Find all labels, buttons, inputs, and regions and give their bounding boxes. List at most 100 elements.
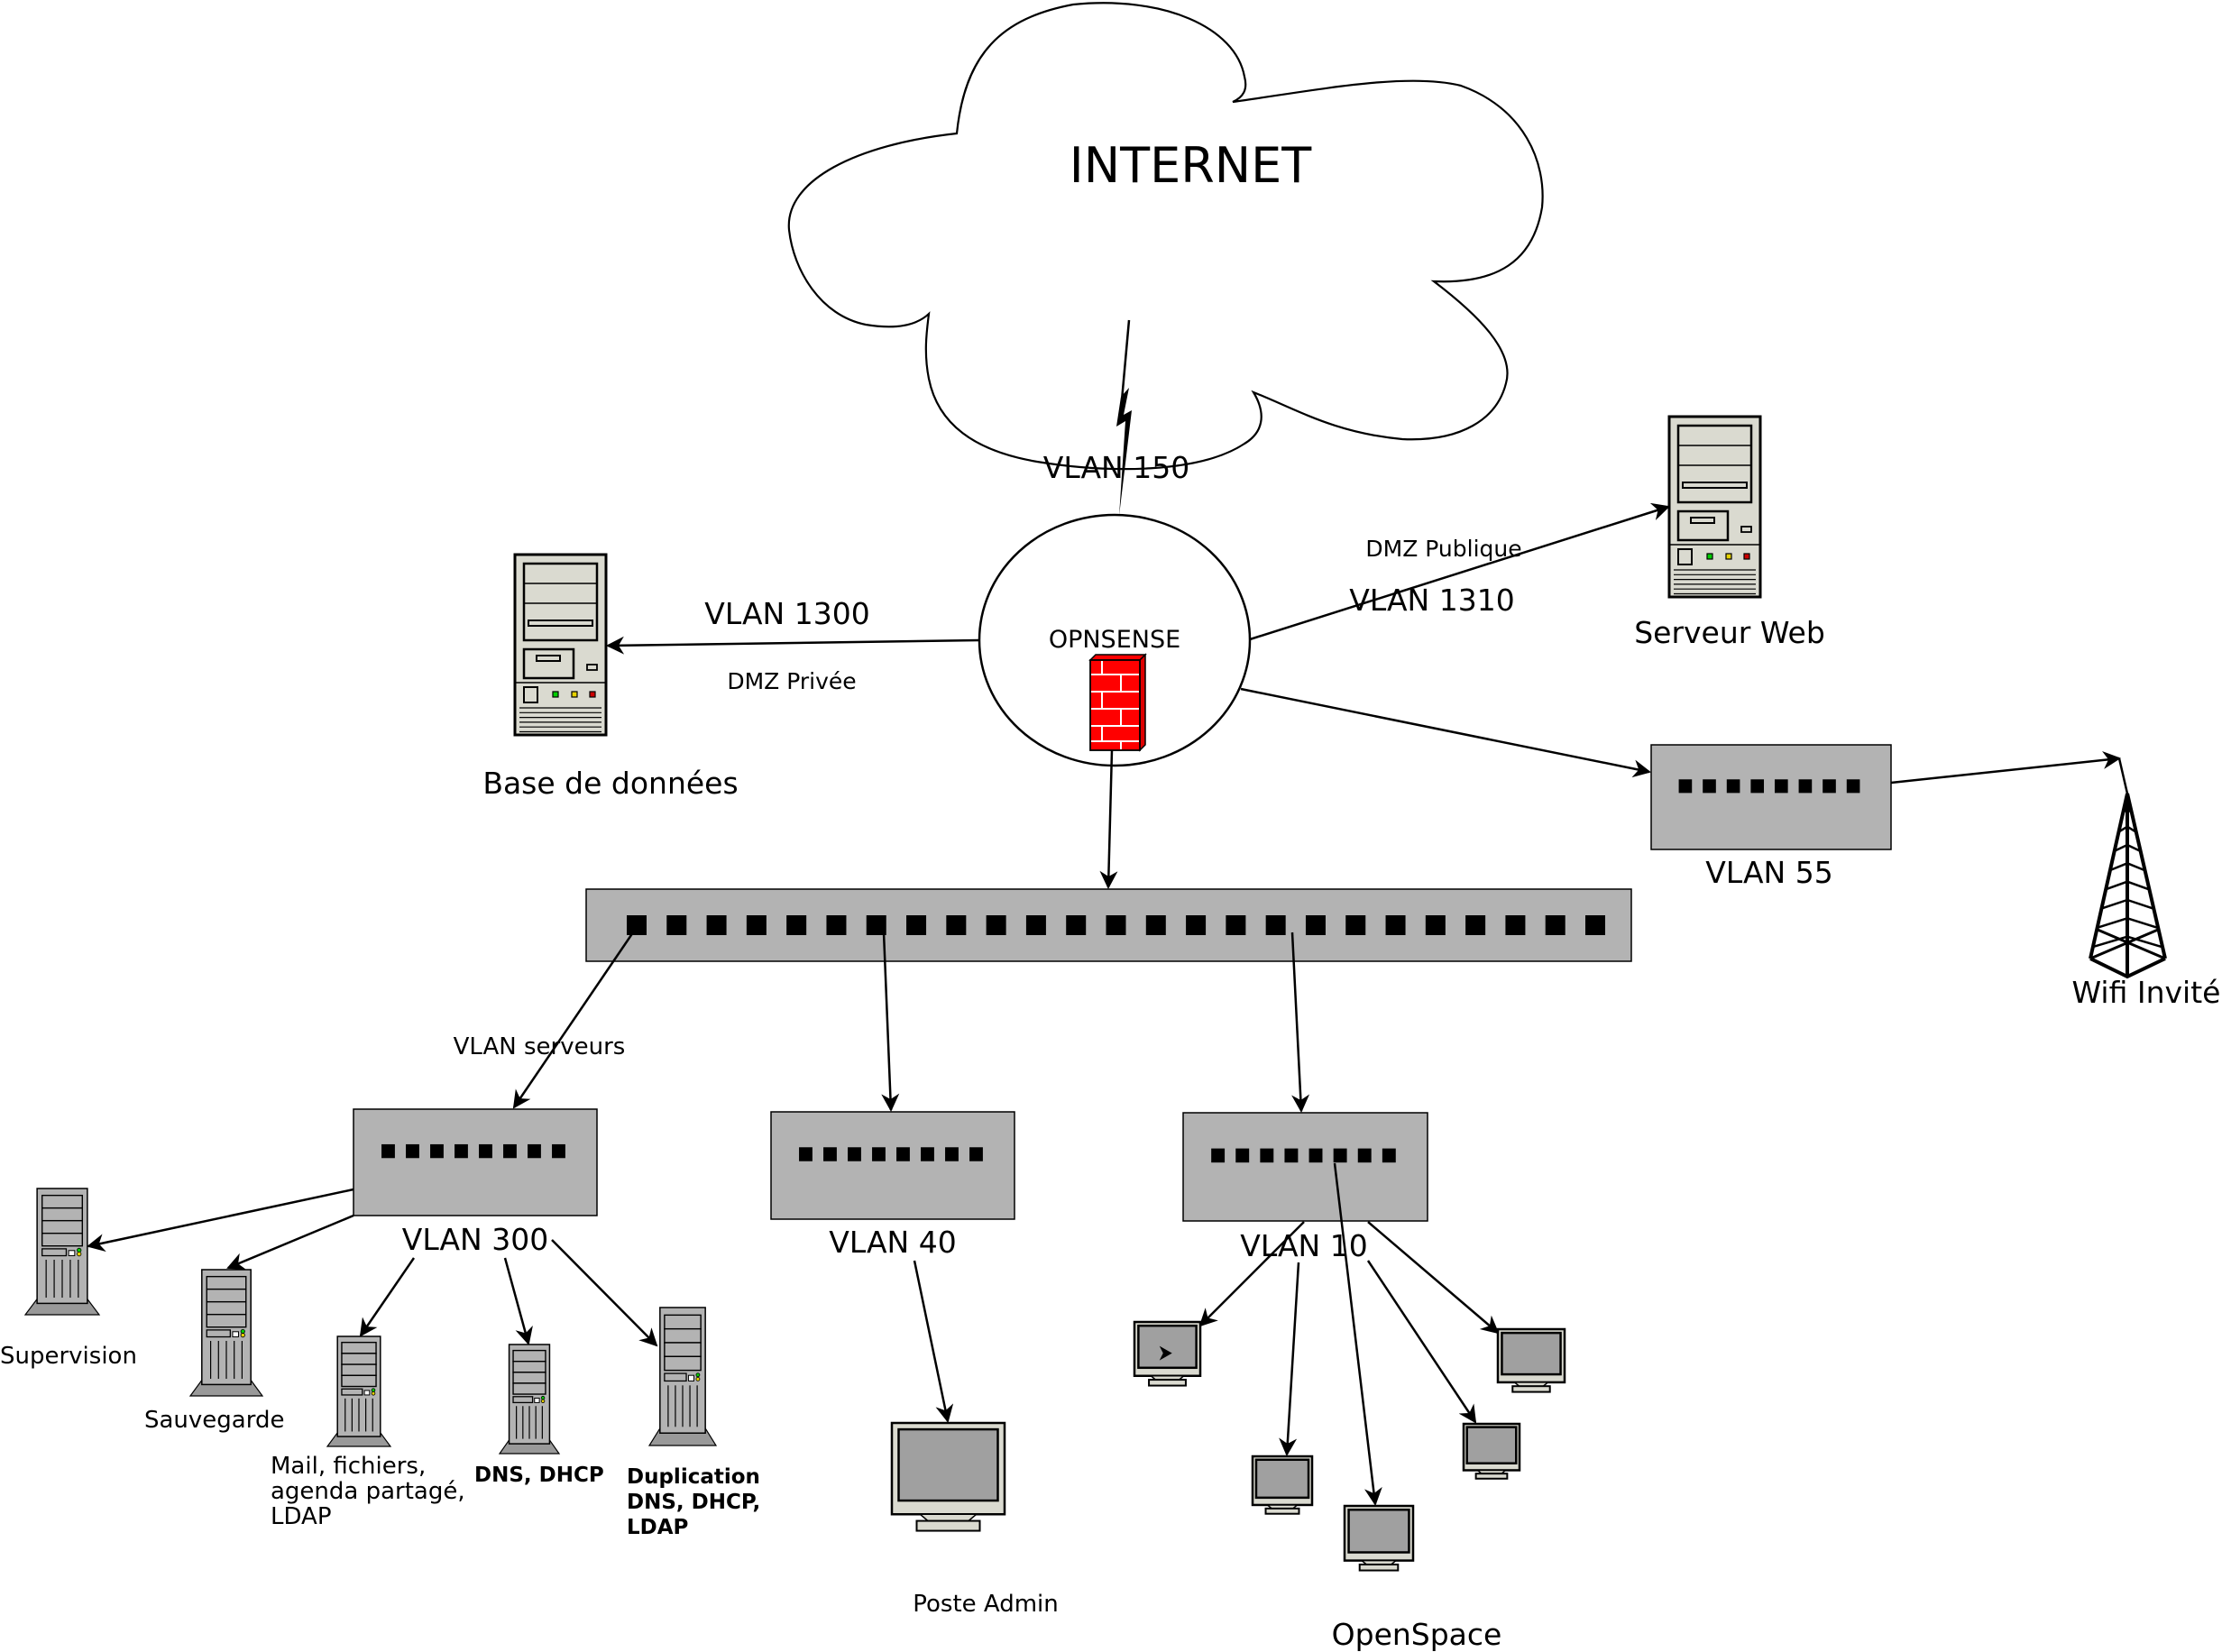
tower-rung [2097, 917, 2128, 929]
switch-port [1545, 915, 1566, 935]
vlan40-label: VLAN 40 [829, 1225, 956, 1260]
openspace-workstation[interactable] [1496, 1327, 1566, 1393]
led-indicator [240, 1328, 245, 1334]
openspace-workstation[interactable] [1462, 1422, 1521, 1480]
server-label: DNS, DHCP [474, 1464, 604, 1487]
database-server[interactable] [513, 553, 608, 737]
vlan1310-label: VLAN 1310 [1349, 583, 1514, 618]
switch-port [1066, 915, 1087, 935]
screen [897, 1427, 999, 1502]
switch-port [1465, 915, 1486, 935]
switch-port [1357, 1148, 1372, 1163]
switch-port [1333, 1148, 1347, 1163]
tower-rung [2126, 935, 2162, 948]
switch-port [866, 915, 886, 935]
tower-rung [2118, 825, 2128, 833]
switch-port [1703, 779, 1716, 794]
screen [1465, 1426, 1518, 1464]
cloud-icon [787, 2, 1544, 471]
server-label: Duplication [627, 1465, 760, 1489]
link-firewall-core [1099, 749, 1118, 889]
web-server[interactable] [1667, 415, 1762, 599]
led-indicator [695, 1372, 701, 1378]
server-supervision[interactable] [23, 1188, 101, 1316]
tower-rung [2109, 862, 2128, 872]
led-indicator [571, 691, 578, 698]
link-vlan55-wifi [1890, 750, 2121, 785]
led-indicator [1743, 553, 1750, 560]
vlan55-label: VLAN 55 [1705, 855, 1832, 890]
switch-port [1425, 915, 1446, 935]
server-label: agenda partagé, [271, 1478, 465, 1505]
switch-port [1678, 779, 1693, 794]
switch-port [1774, 779, 1788, 794]
switch-port [1106, 915, 1126, 935]
switch-port [454, 1143, 468, 1159]
link-vlan300-sauvegarde [226, 1214, 354, 1271]
switch-port [872, 1147, 886, 1161]
switch-port [1823, 779, 1836, 794]
link-vlan10-pc1 [1198, 1221, 1305, 1327]
switch-body [770, 1111, 1015, 1220]
led-indicator [77, 1251, 82, 1257]
link-vlan300-mail [359, 1257, 416, 1337]
switch-port [528, 1143, 541, 1159]
vlan10-switch[interactable] [1182, 1112, 1428, 1222]
switch-port [1145, 915, 1166, 935]
wan-link: VLAN 150 [1043, 319, 1189, 516]
switch-port [946, 915, 967, 935]
switch-port [479, 1143, 492, 1159]
server-label: LDAP [627, 1516, 688, 1539]
led-indicator [540, 1395, 546, 1400]
switch-port [799, 1147, 813, 1161]
vlan-serveurs-label: VLAN serveurs [454, 1033, 626, 1060]
admin-workstation[interactable] [890, 1421, 1006, 1532]
firewall-brick-icon [1088, 653, 1147, 752]
core-switch[interactable] [585, 888, 1632, 962]
led-indicator [589, 691, 596, 698]
switch-port [945, 1147, 959, 1161]
switch-port [986, 915, 1006, 935]
link-vlan10-pc5 [1367, 1221, 1500, 1335]
server-dns[interactable] [498, 1344, 561, 1455]
server-label: Mail, fichiers, [271, 1453, 426, 1480]
wifi-tower-icon[interactable] [2089, 793, 2167, 979]
switch-port [921, 1147, 934, 1161]
vlan40-switch[interactable] [770, 1111, 1015, 1220]
server-duplication[interactable] [647, 1307, 718, 1446]
vlan300-switch[interactable] [353, 1108, 598, 1216]
switch-port [1750, 779, 1765, 794]
vlan150-label: VLAN 150 [1043, 450, 1189, 485]
tower-rung [2126, 825, 2136, 833]
tower-rung [2126, 807, 2133, 814]
opnsense-label: OPNSENSE [1049, 626, 1180, 654]
switch-port [430, 1143, 444, 1159]
switch-port [381, 1143, 395, 1159]
openspace-label: OpenSpace [1332, 1617, 1502, 1652]
link-core-vlan10 [1290, 932, 1310, 1113]
led-indicator [1725, 553, 1732, 560]
opnsense-firewall[interactable]: OPNSENSE [978, 513, 1252, 767]
led-indicator [1706, 553, 1713, 560]
tower-rung [2106, 880, 2128, 891]
server-label: DNS, DHCP, [627, 1491, 760, 1514]
openspace-workstation[interactable] [1133, 1320, 1202, 1387]
switch-port [627, 915, 647, 935]
tower-rung [2126, 917, 2158, 929]
switch-port [1726, 779, 1740, 794]
switch-port [896, 1147, 910, 1161]
web-server-label: Serveur Web [1634, 615, 1825, 650]
antenna-feed [2117, 757, 2129, 794]
server-sauvegarde[interactable] [188, 1269, 264, 1397]
openspace-workstation[interactable] [1343, 1504, 1415, 1572]
link-vlan10-pc4 [1366, 1260, 1477, 1424]
vlan55-switch[interactable] [1650, 744, 1892, 850]
led-indicator [240, 1333, 245, 1338]
server-label: LDAP [271, 1503, 332, 1530]
server-mail[interactable] [326, 1335, 392, 1447]
switch-port [1305, 915, 1326, 935]
switch-port [1345, 915, 1366, 935]
tower-rung [2101, 898, 2128, 910]
openspace-workstation[interactable] [1251, 1455, 1314, 1515]
